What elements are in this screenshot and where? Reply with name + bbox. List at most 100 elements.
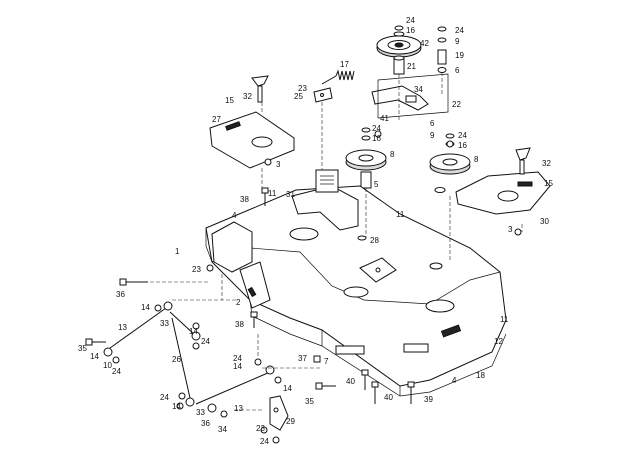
bolt-38-left bbox=[261, 187, 269, 206]
callout-36b: 36 bbox=[201, 419, 210, 428]
callout-23a: 23 bbox=[298, 84, 307, 93]
leader-lines bbox=[150, 72, 523, 411]
callout-33b: 33 bbox=[196, 408, 205, 417]
callout-24f: 24 bbox=[112, 367, 121, 376]
callout-22: 22 bbox=[452, 100, 461, 109]
callout-39: 39 bbox=[424, 395, 433, 404]
callout-40b: 40 bbox=[384, 393, 393, 402]
callout-6a: 6 bbox=[455, 66, 460, 75]
callout-10: 10 bbox=[103, 361, 112, 370]
callout-12: 12 bbox=[494, 337, 503, 346]
callout-38b: 38 bbox=[235, 320, 244, 329]
left-belt-cover bbox=[209, 111, 295, 169]
knob-right bbox=[515, 147, 531, 175]
callout-24a: 24 bbox=[406, 16, 415, 25]
spindle-pulley-right bbox=[429, 133, 471, 193]
bolt-40b bbox=[371, 381, 379, 404]
callout-4b: 4 bbox=[452, 376, 457, 385]
callout-35b: 35 bbox=[305, 397, 314, 406]
callout-24c: 24 bbox=[372, 124, 381, 133]
link-rod-26 bbox=[171, 317, 195, 407]
callout-24b: 24 bbox=[455, 26, 464, 35]
nut-37 bbox=[313, 355, 321, 363]
decal-brand bbox=[335, 345, 365, 355]
callout-2: 2 bbox=[236, 298, 241, 307]
idler-arm bbox=[371, 73, 449, 119]
bolt-35-left bbox=[85, 338, 106, 346]
spring-bracket bbox=[313, 87, 333, 103]
callout-42: 42 bbox=[420, 39, 429, 48]
callout-27: 27 bbox=[212, 115, 221, 124]
callout-8a: 8 bbox=[390, 150, 395, 159]
callout-28: 28 bbox=[370, 236, 379, 245]
callout-14d: 14 bbox=[233, 362, 242, 371]
callout-38a: 38 bbox=[240, 195, 249, 204]
callout-15b: 15 bbox=[544, 179, 553, 188]
callout-31: 31 bbox=[286, 190, 295, 199]
callout-24h: 24 bbox=[160, 393, 169, 402]
callout-33a: 33 bbox=[160, 319, 169, 328]
callout-35a: 35 bbox=[78, 344, 87, 353]
callout-9b: 9 bbox=[430, 131, 435, 140]
callout-24i: 24 bbox=[260, 437, 269, 446]
callout-37: 37 bbox=[298, 354, 307, 363]
callout-3b: 3 bbox=[508, 225, 513, 234]
callout-5: 5 bbox=[374, 180, 379, 189]
callout-3a: 3 bbox=[276, 160, 281, 169]
front-rod-upper bbox=[169, 311, 201, 341]
right-bolt-stack bbox=[437, 26, 447, 73]
washer-stack-left bbox=[112, 130, 522, 444]
callout-labels: 24 16 42 24 9 19 6 17 21 23 25 34 22 15 … bbox=[78, 16, 553, 446]
decal-side bbox=[440, 324, 462, 338]
deck-center-bracket bbox=[291, 169, 359, 231]
deck-right-plate bbox=[359, 257, 397, 283]
bolt-39 bbox=[407, 381, 415, 404]
spindle-pulley-center bbox=[345, 127, 387, 189]
callout-19: 19 bbox=[455, 51, 464, 60]
callout-6b: 6 bbox=[430, 119, 435, 128]
callout-16a: 16 bbox=[406, 26, 415, 35]
callout-13a: 13 bbox=[118, 323, 127, 332]
knob-left bbox=[251, 75, 269, 103]
decal-model bbox=[403, 343, 429, 353]
callout-11c: 11 bbox=[500, 315, 509, 324]
callout-14c: 14 bbox=[90, 352, 99, 361]
callout-36a: 36 bbox=[116, 290, 125, 299]
callout-21: 21 bbox=[407, 62, 416, 71]
callout-29: 29 bbox=[286, 417, 295, 426]
callout-25: 25 bbox=[294, 92, 303, 101]
callout-16c: 16 bbox=[458, 141, 467, 150]
callout-13b: 13 bbox=[234, 404, 243, 413]
bolt-40a bbox=[361, 369, 369, 390]
callout-8b: 8 bbox=[474, 155, 479, 164]
callout-14e: 14 bbox=[283, 384, 292, 393]
right-belt-cover bbox=[455, 171, 551, 215]
callout-11b: 11 bbox=[396, 210, 405, 219]
callout-23b: 23 bbox=[192, 265, 201, 274]
callout-14f: 14 bbox=[172, 402, 181, 411]
callout-7: 7 bbox=[324, 357, 329, 366]
callout-34: 34 bbox=[414, 85, 423, 94]
rear-hanger bbox=[269, 395, 289, 431]
callout-30: 30 bbox=[540, 217, 549, 226]
tension-spring bbox=[321, 69, 355, 85]
bolt-36-left bbox=[119, 278, 148, 286]
callout-32b: 32 bbox=[542, 159, 551, 168]
callout-4a: 4 bbox=[232, 211, 237, 220]
callout-18: 18 bbox=[476, 371, 485, 380]
callout-32a: 32 bbox=[243, 92, 252, 101]
callout-11a: 11 bbox=[268, 189, 277, 198]
callout-41: 41 bbox=[380, 114, 389, 123]
callout-1: 1 bbox=[175, 247, 180, 256]
callout-14b: 14 bbox=[189, 327, 198, 336]
callout-17: 17 bbox=[340, 60, 349, 69]
callout-24d: 24 bbox=[458, 131, 467, 140]
callout-23c: 23 bbox=[256, 424, 265, 433]
callout-24g: 24 bbox=[233, 354, 242, 363]
callout-34b: 34 bbox=[218, 425, 227, 434]
callout-24e: 24 bbox=[201, 337, 210, 346]
callout-16b: 16 bbox=[372, 134, 381, 143]
callout-9a: 9 bbox=[455, 37, 460, 46]
